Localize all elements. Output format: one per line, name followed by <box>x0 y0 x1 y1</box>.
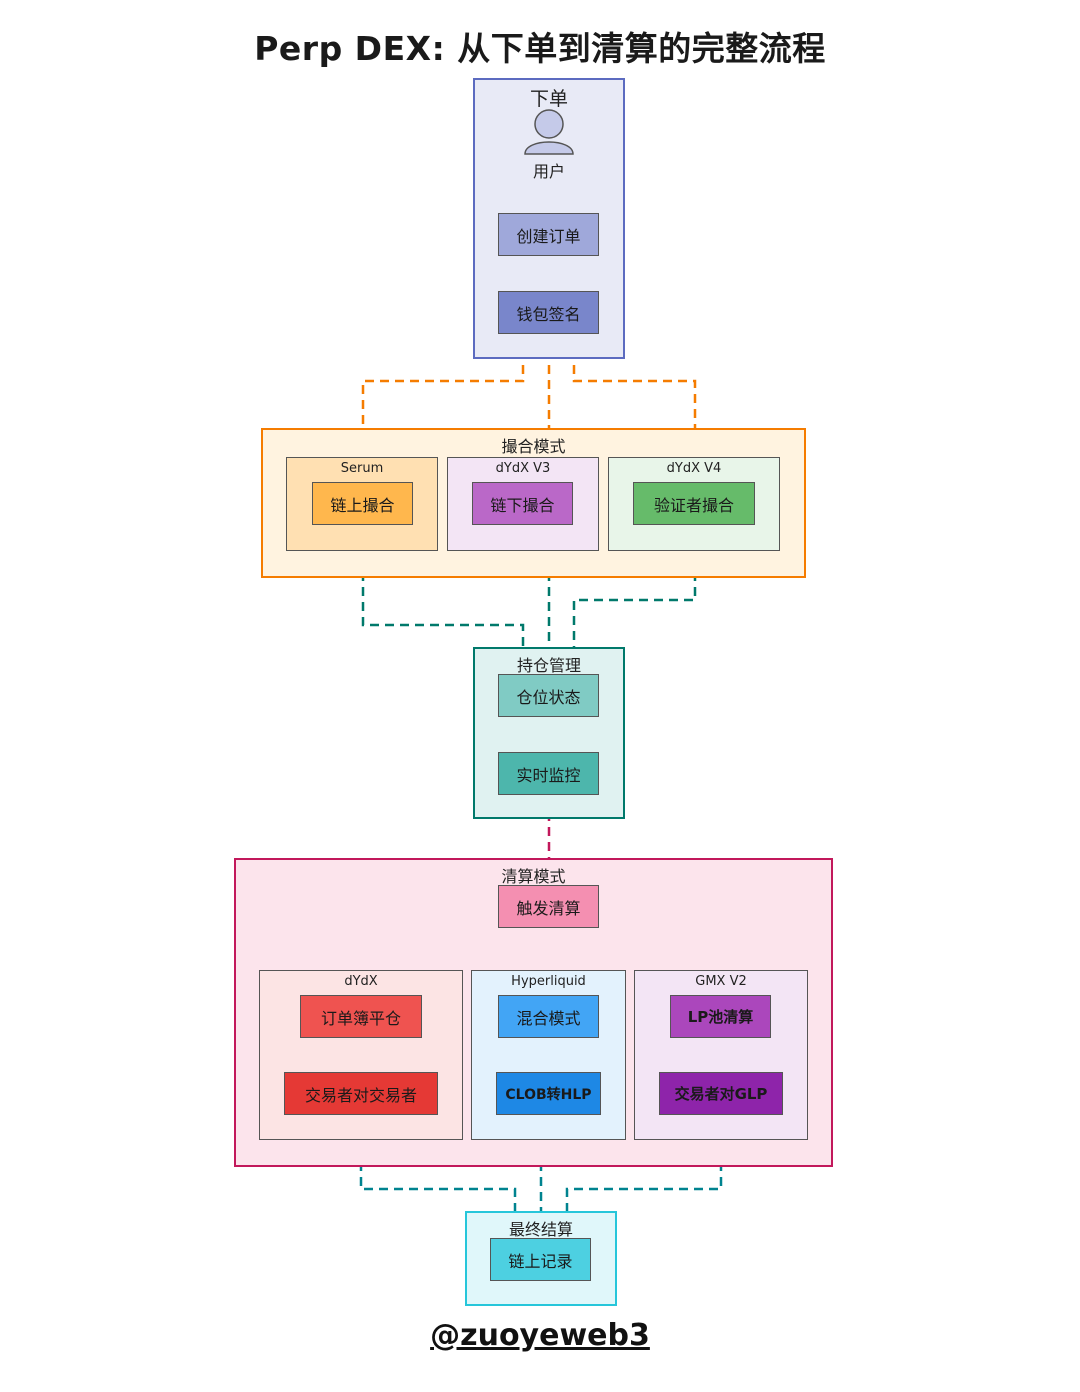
node-onchain-record[interactable]: 链上记录 <box>490 1238 591 1281</box>
node-trader-vs-glp[interactable]: 交易者对GLP <box>659 1072 783 1115</box>
subgroup-dydx-v4-label: dYdX V4 <box>666 461 722 476</box>
subgroup-dydx-label: dYdX <box>344 974 378 989</box>
node-wallet-sign[interactable]: 钱包签名 <box>498 291 599 334</box>
group-order-label: 下单 <box>529 88 568 110</box>
group-liquidation-label: 清算模式 <box>501 867 566 886</box>
node-validator-match[interactable]: 验证者撮合 <box>633 482 755 525</box>
node-trigger-liquidation[interactable]: 触发清算 <box>498 885 599 928</box>
node-hybrid-mode[interactable]: 混合模式 <box>498 995 599 1038</box>
user-label: 用户 <box>532 162 565 181</box>
user-icon <box>524 109 574 155</box>
subgroup-serum-label: Serum <box>340 461 384 476</box>
node-orderbook-close[interactable]: 订单簿平仓 <box>300 995 422 1038</box>
subgroup-dydx-v3-label: dYdX V3 <box>495 461 551 476</box>
subgroup-gmx-v2-label: GMX V2 <box>695 974 747 989</box>
node-clob-to-hlp[interactable]: CLOB转HLP <box>496 1072 601 1115</box>
footer-handle: @zuoyeweb3 <box>430 1318 650 1353</box>
group-matching-label: 撮合模式 <box>501 437 566 456</box>
group-position-label: 持仓管理 <box>516 656 581 675</box>
diagram-title: Perp DEX: 从下单到清算的完整流程 <box>254 29 826 68</box>
node-create-order[interactable]: 创建订单 <box>498 213 599 256</box>
node-onchain-match[interactable]: 链上撮合 <box>312 482 413 525</box>
node-trader-vs-trader[interactable]: 交易者对交易者 <box>284 1072 438 1115</box>
node-position-status[interactable]: 仓位状态 <box>498 674 599 717</box>
node-offchain-match[interactable]: 链下撮合 <box>472 482 573 525</box>
subgroup-hyperliquid-label: Hyperliquid <box>511 974 586 989</box>
node-realtime-monitor[interactable]: 实时监控 <box>498 752 599 795</box>
node-lp-pool-liquidation[interactable]: LP池清算 <box>670 995 771 1038</box>
group-settlement-label: 最终结算 <box>508 1220 573 1239</box>
